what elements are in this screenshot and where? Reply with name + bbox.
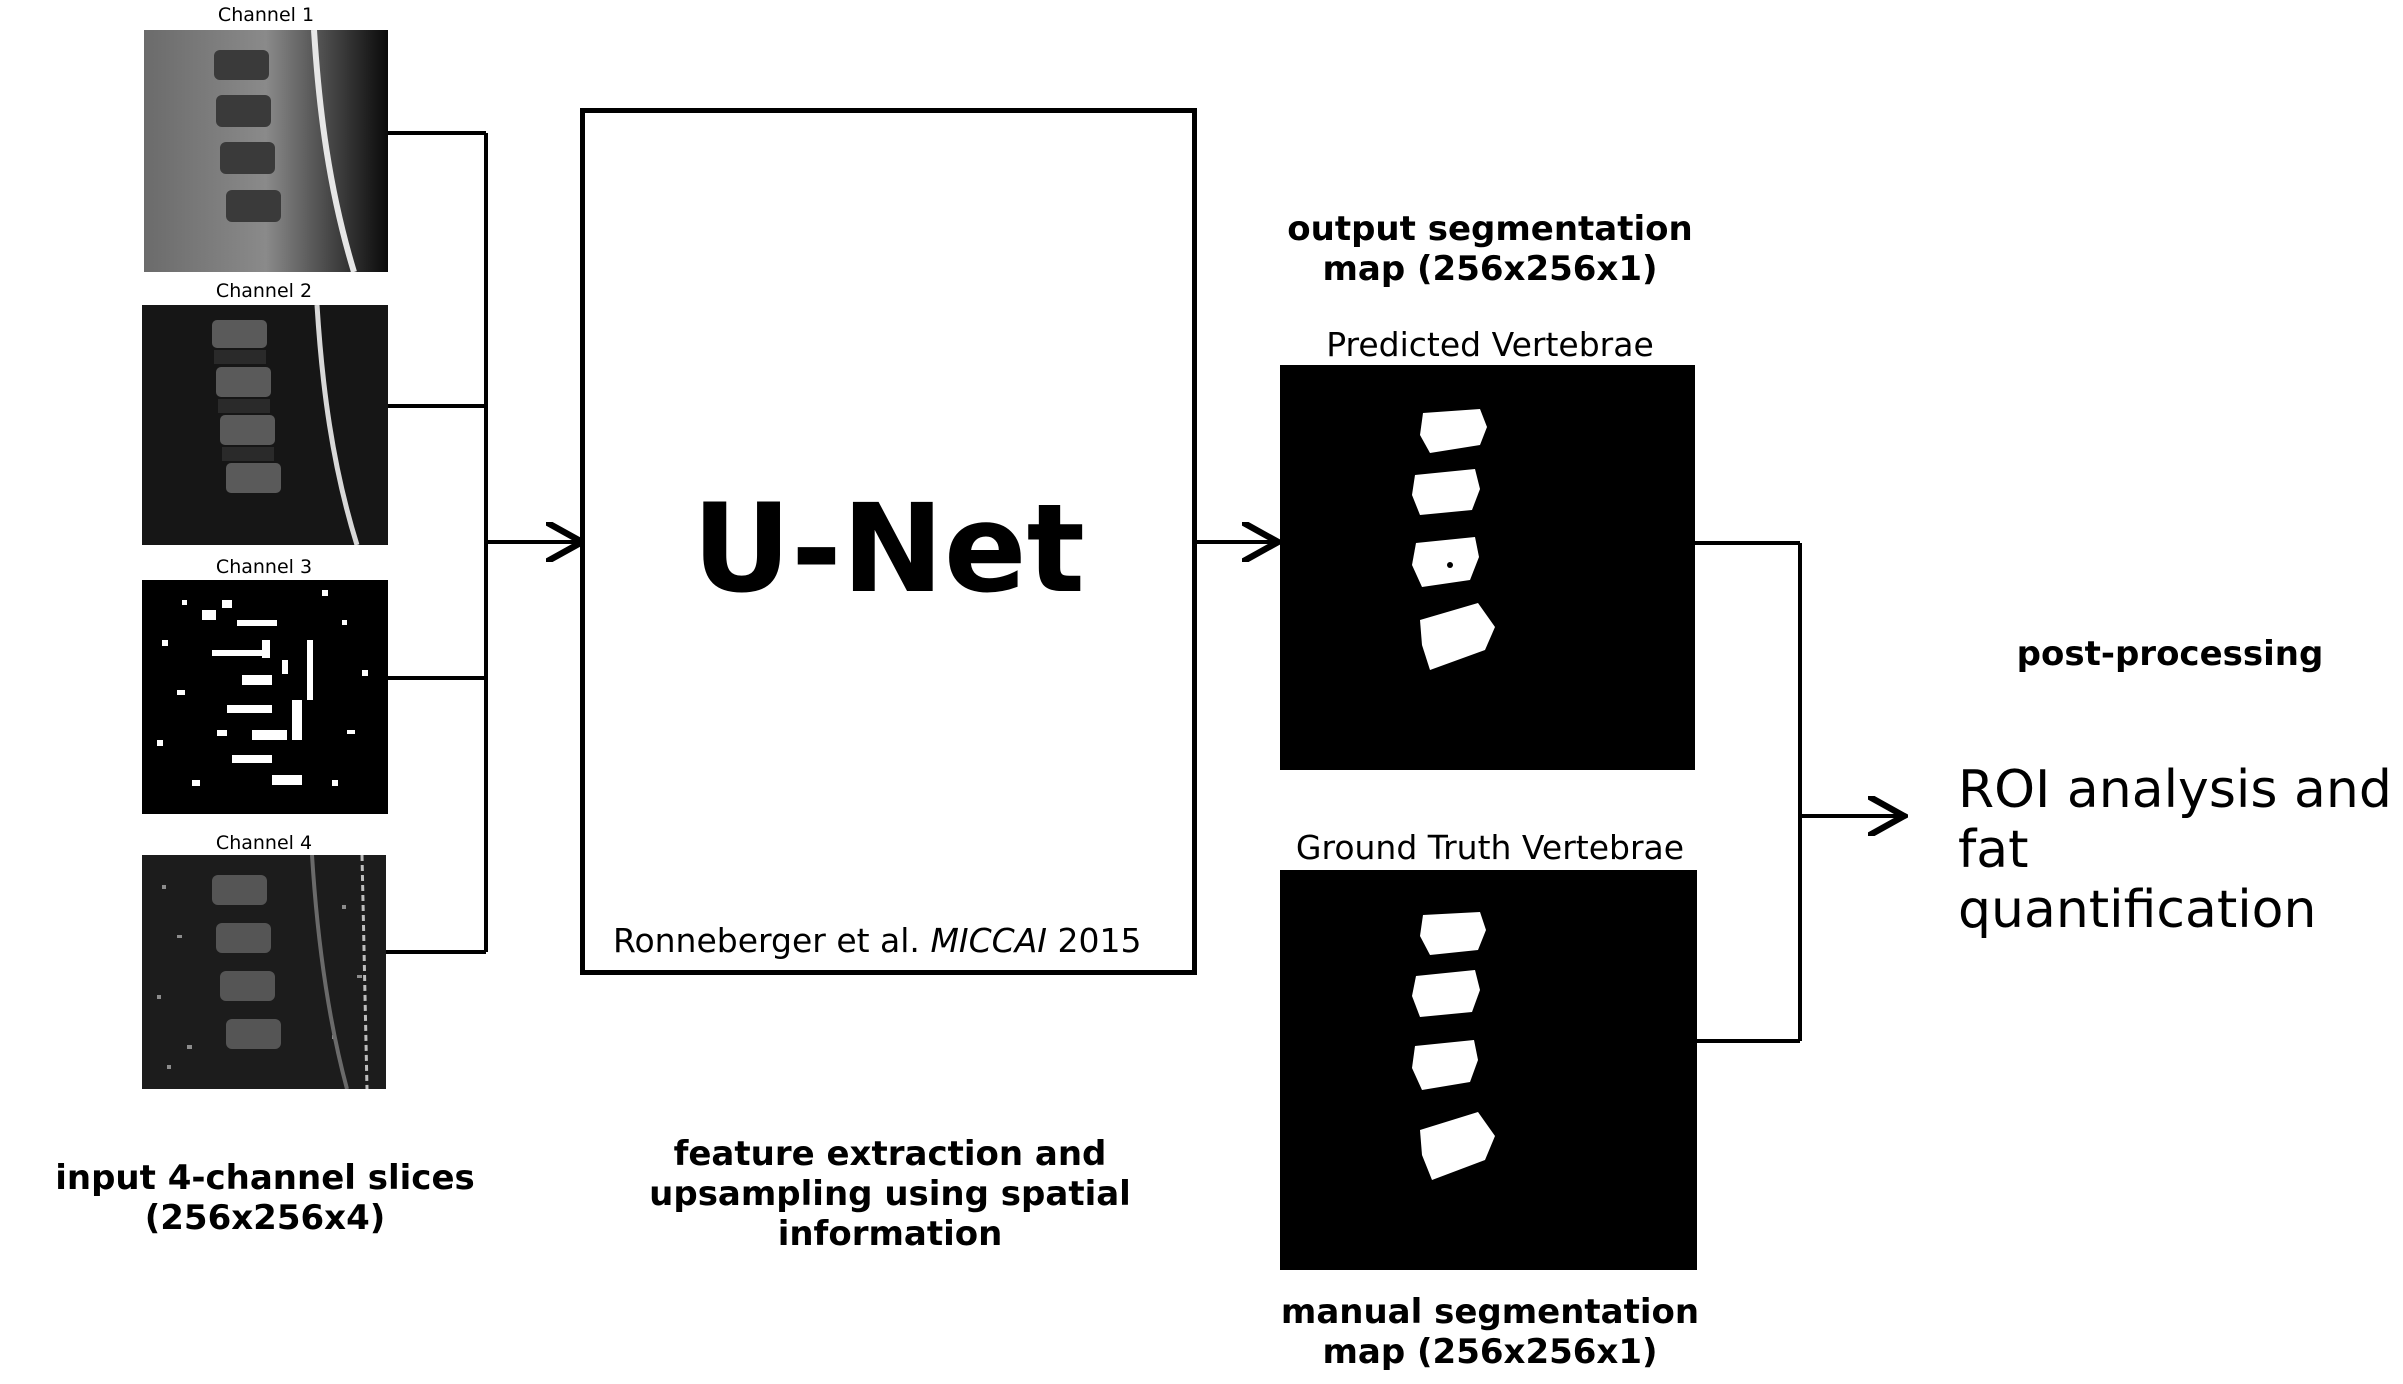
channel-4-image <box>142 855 386 1089</box>
roi-analysis-text: ROI analysis and fat quantification <box>1958 760 2398 940</box>
predicted-vertebra-3 <box>1412 537 1479 587</box>
unet-caption-line-2: upsampling using spatial <box>649 1174 1131 1214</box>
output-caption-line-1: output segmentation <box>1287 209 1693 249</box>
predicted-vertebra-2 <box>1412 469 1480 515</box>
roi-line-1: ROI analysis and <box>1958 760 2392 820</box>
ground-truth-vertebra-4 <box>1420 1112 1495 1180</box>
roi-line-2: fat quantification <box>1958 820 2317 940</box>
manual-segmentation-caption: manual segmentation map (256x256x1) <box>1240 1292 1740 1372</box>
input-caption-line-1: input 4-channel slices <box>55 1158 475 1198</box>
channel-1-image <box>144 30 388 272</box>
unet-ref-venue: MICCAI <box>930 921 1048 960</box>
ground-truth-title: Ground Truth Vertebrae <box>1295 828 1685 867</box>
unet-ref-year: 2015 <box>1057 921 1142 960</box>
predicted-vertebra-1 <box>1420 409 1487 453</box>
output-caption: output segmentation map (256x256x1) <box>1240 209 1740 289</box>
channel-4-label: Channel 4 <box>215 832 313 854</box>
predicted-vertebra-4 <box>1420 603 1495 670</box>
channel-3-label: Channel 3 <box>215 556 313 578</box>
unet-box: U-Net Ronneberger et al. MICCAI 2015 <box>580 108 1197 975</box>
predicted-segmentation-image <box>1280 365 1695 770</box>
post-processing-label: post-processing <box>2016 634 2324 674</box>
unet-caption-line-3: information <box>777 1214 1003 1254</box>
output-caption-line-2: map (256x256x1) <box>1322 249 1658 289</box>
unet-caption-line-1: feature extraction and <box>673 1134 1107 1174</box>
channel-3-image <box>142 580 388 814</box>
manual-caption-line-2: map (256x256x1) <box>1322 1332 1658 1372</box>
input-caption: input 4-channel slices (256x256x4) <box>20 1158 510 1238</box>
channel-1-label: Channel 1 <box>217 4 315 26</box>
ground-truth-segmentation-image <box>1280 870 1697 1270</box>
unet-title: U-Net <box>692 478 1085 620</box>
channel-2-image <box>142 305 388 545</box>
input-caption-line-2: (256x256x4) <box>144 1198 386 1238</box>
ground-truth-vertebra-1 <box>1420 912 1486 955</box>
ground-truth-vertebra-2 <box>1412 970 1480 1017</box>
unet-ref-authors: Ronneberger et al. <box>613 921 920 960</box>
manual-caption-line-1: manual segmentation <box>1280 1292 1700 1332</box>
ground-truth-vertebra-3 <box>1412 1040 1478 1090</box>
unet-caption: feature extraction and upsampling using … <box>600 1134 1180 1254</box>
unet-reference: Ronneberger et al. MICCAI 2015 <box>613 921 1193 960</box>
predicted-title: Predicted Vertebrae <box>1326 325 1654 364</box>
channel-2-label: Channel 2 <box>215 280 313 302</box>
